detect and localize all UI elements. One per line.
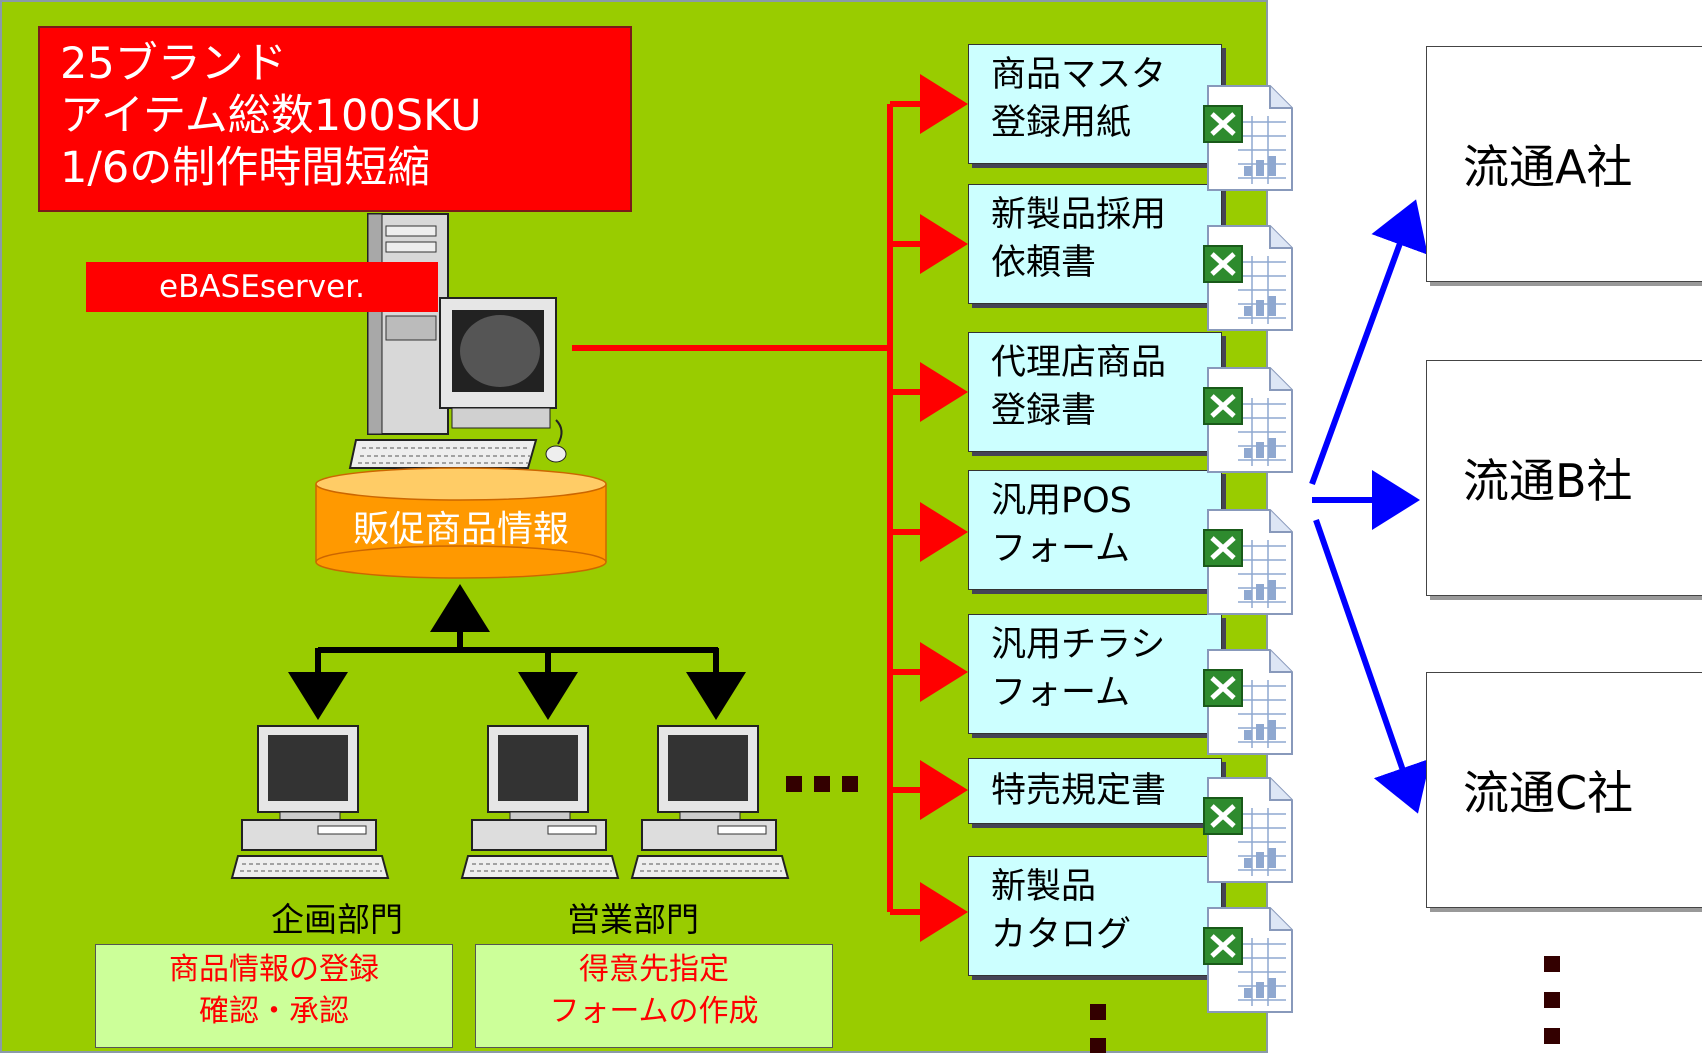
- database-label: 販促商品情報: [352, 509, 569, 550]
- server-label: eBASEserver.: [86, 262, 438, 312]
- client-pc-icon: [630, 725, 790, 879]
- task-line: 得意先指定: [579, 952, 729, 987]
- form-line: 特売規定書: [991, 771, 1167, 811]
- form-line: 代理店商品: [991, 343, 1167, 383]
- department-connectors: [288, 584, 746, 720]
- company-label: 流通C社: [1463, 766, 1634, 820]
- task-line: 確認・承認: [199, 994, 349, 1029]
- form-output-connectors: [572, 74, 968, 942]
- form-box: 汎用POS フォーム: [968, 470, 1222, 590]
- task-line: フォームの作成: [549, 994, 759, 1029]
- form-box: 商品マスタ 登録用紙: [968, 44, 1222, 164]
- form-line: 登録用紙: [991, 103, 1132, 143]
- headline-line: 1/6の制作時間短縮: [60, 143, 431, 193]
- form-line: 新製品採用: [991, 195, 1167, 235]
- company-label: 流通A社: [1463, 140, 1633, 194]
- server-keyboard-icon: [348, 439, 538, 469]
- company-box-a: 流通A社: [1426, 46, 1702, 282]
- department-planning: 企画部門: [212, 898, 462, 942]
- server-monitor-icon: [439, 297, 567, 463]
- form-box: 新製品採用 依頼書: [968, 184, 1222, 304]
- company-label: 流通B社: [1463, 454, 1633, 508]
- form-box: 新製品 カタログ: [968, 856, 1222, 976]
- department-name: 営業部門: [567, 900, 699, 939]
- form-box: 汎用チラシ フォーム: [968, 614, 1222, 734]
- form-line: フォーム: [991, 529, 1130, 569]
- headline-line: アイテム総数100SKU: [60, 91, 482, 141]
- arrow-to-company-c: [1313, 519, 1431, 814]
- more-companies-ellipsis: [1544, 956, 1560, 1044]
- department-task-box: 得意先指定 フォームの作成: [475, 944, 833, 1048]
- form-line: カタログ: [991, 915, 1132, 955]
- form-line: 汎用POS: [991, 481, 1132, 521]
- form-box: 特売規定書: [968, 758, 1222, 824]
- server-tower-icon: [367, 213, 449, 435]
- more-forms-ellipsis: [1090, 1004, 1106, 1053]
- client-pc-icon: [230, 725, 390, 879]
- form-line: 商品マスタ: [991, 55, 1167, 95]
- arrow-to-company-a: [1309, 199, 1428, 486]
- more-clients-ellipsis: [786, 776, 858, 792]
- form-line: 汎用チラシ: [991, 625, 1166, 665]
- department-sales: 営業部門: [508, 898, 758, 942]
- headline-box: 25ブランド アイテム総数100SKU 1/6の制作時間短縮: [38, 26, 632, 212]
- company-box-c: 流通C社: [1426, 672, 1702, 908]
- department-name: 企画部門: [271, 900, 403, 939]
- form-line: 新製品: [991, 867, 1097, 907]
- client-pc-icon: [460, 725, 620, 879]
- company-connectors: [1309, 199, 1431, 814]
- form-line: 依頼書: [991, 243, 1097, 283]
- form-line: フォーム: [991, 673, 1130, 713]
- form-line: 登録書: [991, 391, 1097, 431]
- task-line: 商品情報の登録: [169, 952, 379, 987]
- headline-line: 25ブランド: [60, 39, 287, 89]
- database-cylinder-icon: [315, 467, 607, 579]
- department-task-box: 商品情報の登録 確認・承認: [95, 944, 453, 1048]
- company-box-b: 流通B社: [1426, 360, 1702, 596]
- form-box: 代理店商品 登録書: [968, 332, 1222, 452]
